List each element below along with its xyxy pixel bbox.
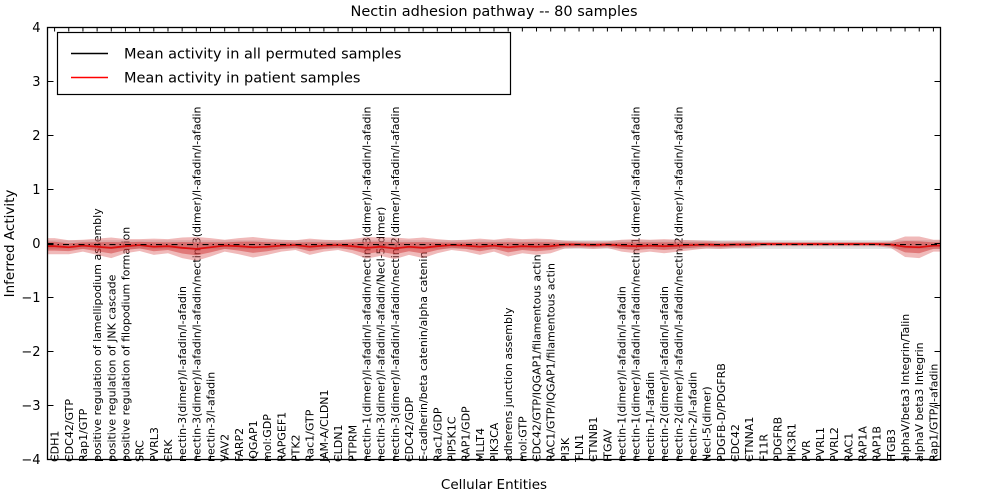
entity-label: nectin-2(dimer)/l-afadin/l-afadin/nectin… <box>672 106 685 462</box>
entity-label: RAC1/GTP/IQGAP1/filamentous actin <box>545 263 558 462</box>
entity-label: CDC42/GTP/IQGAP1/filamentous actin <box>531 254 544 462</box>
entity-label: MLLT4 <box>474 428 487 462</box>
entity-label: nectin-3/l-afadin <box>205 372 218 462</box>
entity-label: PDGFB-D/PDGFRB <box>715 363 728 462</box>
entity-label: IQGAP1 <box>247 420 260 462</box>
y-tick-label: −3 <box>21 399 40 414</box>
entity-label: Rac1/GTP <box>304 409 317 462</box>
entity-label: PVRL1 <box>814 427 827 462</box>
entity-label: CLDN1 <box>332 424 345 462</box>
entity-label: CRK <box>162 439 175 462</box>
entity-label: PDGFRB <box>771 417 784 462</box>
y-axis-label: Inferred Activity <box>2 190 18 298</box>
entity-label: mol:GTP <box>516 416 529 462</box>
entity-label: CTNNB1 <box>587 417 600 462</box>
y-tick-label: 0 <box>32 237 40 252</box>
entity-label: nectin-3(dimer)/l-afadin/l-afadin <box>176 286 189 462</box>
y-tick-label: 4 <box>32 21 40 36</box>
entity-label: PVRL2 <box>828 427 841 462</box>
entity-label: RAP1/GDP <box>460 406 473 462</box>
y-tick-label: 2 <box>32 129 40 144</box>
entity-label: nectin-2/l-afadin <box>686 372 699 462</box>
entity-label: Rap1/GTP <box>77 408 90 462</box>
entity-label: adherens junction assembly <box>502 307 515 462</box>
entity-label: FARP2 <box>233 428 246 462</box>
tick-group <box>47 27 941 460</box>
legend-label: Mean activity in all permuted samples <box>124 47 401 63</box>
y-tick-label: −1 <box>21 291 40 306</box>
y-tick-label: −2 <box>21 345 40 360</box>
entity-label: JAM-A/CLDN1 <box>318 389 331 463</box>
y-tick-label: 1 <box>32 183 40 198</box>
entity-label: RAPGEF1 <box>275 412 288 462</box>
entity-label: ITGAV <box>601 429 614 462</box>
entity-label: positive regulation of lamellipodium ass… <box>91 208 104 462</box>
entity-label: ITGB3 <box>885 429 898 462</box>
entity-label: CDC42/GTP <box>63 399 76 462</box>
entity-label: alphaV beta3 Integrin <box>913 342 926 462</box>
entity-label: RAP1B <box>871 426 884 462</box>
entity-label: positive regulation of filopodium format… <box>119 227 132 462</box>
entity-label: Rac1/GDP <box>431 407 444 462</box>
entity-label: Rap1/GTP/l-afadin <box>927 364 940 462</box>
entity-label: RAP1A <box>857 426 870 462</box>
entity-label: alphaV/beta3 Integrin/Talin <box>899 314 912 462</box>
entity-label: nectin-1/l-afadin <box>644 372 657 462</box>
entity-label: RAC1 <box>842 433 855 462</box>
entity-label: CDC42 <box>729 424 742 462</box>
entity-label: PVRL3 <box>148 427 161 462</box>
entity-label: positive regulation of JNK cascade <box>105 274 118 462</box>
legend: Mean activity in all permuted samplesMea… <box>56 31 512 96</box>
y-tick-label: 3 <box>32 75 40 90</box>
entity-label: F11R <box>757 434 770 462</box>
entity-label: mol:GDP <box>261 414 274 462</box>
entity-label: nectin-1(dimer)/l-afadin/l-afadin/nectin… <box>630 106 643 462</box>
entity-label: CTNNA1 <box>743 417 756 462</box>
entity-label: PIP5K1C <box>445 416 458 462</box>
entity-label: PVR <box>800 440 813 462</box>
entity-label: TLN1 <box>573 434 586 463</box>
entity-label: nectin-1(dimer)/l-afadin/l-afadin/nectin… <box>360 106 373 462</box>
entity-label: CDC42/GDP <box>403 396 416 462</box>
legend-label: Mean activity in patient samples <box>124 71 360 87</box>
entity-label: E-cadherin/beta catenin/alpha catenin <box>417 252 430 462</box>
entity-label: PTPRM <box>346 425 359 462</box>
x-axis-label: Cellular Entities <box>441 477 547 493</box>
entity-label: nectin-3(dimer)/l-afadin/l-afadin/Necl-5… <box>375 207 388 462</box>
entity-label: PI3K <box>559 437 572 462</box>
entity-label: nectin-1(dimer)/l-afadin/l-afadin <box>616 286 629 462</box>
chart-title: Nectin adhesion pathway -- 80 samples <box>350 4 637 20</box>
entity-label: nectin-3(dimer)/l-afadin/l-afadin/nectin… <box>190 106 203 462</box>
patient-band-outer <box>47 236 941 261</box>
entity-label: VAV2 <box>219 434 232 462</box>
y-tick-label: −4 <box>21 453 40 468</box>
entity-label: Necl-5(dimer) <box>701 386 714 462</box>
entity-label: PIK3CA <box>488 422 501 462</box>
entity-label: PTK2 <box>290 434 303 462</box>
entity-label: nectin-2(dimer)/l-afadin/l-afadin <box>658 286 671 462</box>
legend-box <box>56 31 512 96</box>
entity-label: PIK3R1 <box>786 423 799 462</box>
entity-label: CDH1 <box>49 431 62 462</box>
entity-label: nectin-3(dimer)/l-afadin/l-afadin/nectin… <box>389 106 402 462</box>
entity-label: SRC <box>134 440 147 462</box>
